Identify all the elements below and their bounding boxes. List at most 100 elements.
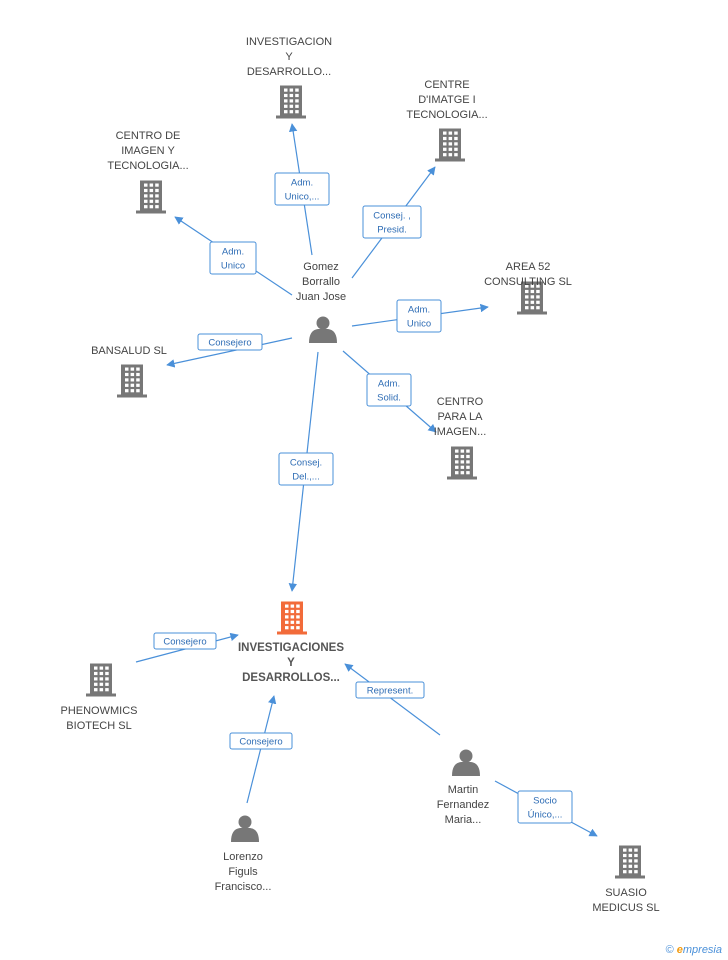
- edge-label-box[interactable]: SocioÚnico,...: [517, 790, 573, 824]
- node-label: Fernandez: [437, 799, 490, 811]
- edges-layer: Adm.Unico,...Consej. ,Presid.Adm.UnicoAd…: [135, 123, 598, 837]
- edge-label-box[interactable]: Adm.Solid.: [366, 373, 412, 407]
- person-icon: [452, 749, 480, 776]
- edge-gomez-to-invdes: Adm. Unico,...: [274, 123, 330, 256]
- edge-label-box[interactable]: Consejero: [197, 333, 263, 351]
- node-label: Martin: [448, 784, 479, 796]
- node-label: DESARROLLOS...: [242, 672, 340, 684]
- brand-logo-text: mpresia: [682, 944, 722, 956]
- edge-label-text: Socio: [533, 796, 557, 807]
- edge-label-text: Adm.: [222, 247, 244, 258]
- node-label: Y: [287, 657, 295, 669]
- edge-martin-to-main: Represent.: [344, 663, 441, 736]
- node-label: Francisco...: [215, 881, 272, 893]
- edge-pheno-to-main: Consejero: [135, 632, 239, 663]
- edge-label-text: Del.,...: [292, 472, 319, 483]
- node-label: D'IMATGE I: [418, 94, 476, 106]
- edge-label-text: Consejero: [239, 737, 282, 748]
- node-label: Figuls: [228, 866, 258, 878]
- node-label: DESARROLLO...: [247, 66, 331, 78]
- edge-label-text: Consejero: [163, 637, 206, 648]
- node-main[interactable]: INVESTIGACIONES Y DESARROLLOS...: [238, 601, 344, 685]
- node-label: CENTRO DE: [116, 130, 181, 142]
- edge-label-text: Consejero: [208, 338, 251, 349]
- node-label: CENTRO: [437, 396, 484, 408]
- nodes-layer: INVESTIGACIONES Y DESARROLLOS... GomezBorra…: [61, 36, 660, 914]
- edge-line: [166, 337, 293, 368]
- node-label: Lorenzo: [223, 851, 263, 863]
- node-pheno[interactable]: PHENOWMICS BIOTECH SL: [61, 663, 138, 733]
- edge-label-text: Presid.: [377, 225, 407, 236]
- person-icon: [309, 316, 337, 343]
- edge-gomez-to-centre: Consej. , Presid.: [351, 166, 436, 279]
- node-label: Juan Jose: [296, 291, 346, 303]
- edge-label-text: Consej.: [290, 458, 322, 469]
- node-label: Y: [285, 51, 293, 63]
- building-icon: [435, 128, 465, 162]
- node-centre[interactable]: CENTRE D'IMATGE I TECNOLOGIA...: [406, 79, 488, 162]
- edge-gomez-to-bansalud: Consejero: [166, 333, 293, 368]
- node-label: SUASIO: [605, 887, 647, 899]
- node-label: BIOTECH SL: [66, 720, 131, 732]
- node-centro1[interactable]: CENTRO DE IMAGEN Y TECNOLOGIA...: [107, 130, 189, 214]
- copyright-symbol: ©: [665, 944, 674, 956]
- edge-label-text: Unico: [221, 261, 245, 272]
- edge-martin-to-suasio: SocioÚnico,...: [494, 780, 598, 837]
- node-label: TECNOLOGIA...: [107, 160, 188, 172]
- node-martin[interactable]: MartinFernandezMaria...: [437, 749, 490, 827]
- edge-gomez-to-centro1: Adm. Unico: [174, 216, 293, 296]
- edge-label-text: Único,...: [528, 810, 563, 821]
- building-icon: [517, 281, 547, 315]
- building-icon: [277, 601, 307, 635]
- node-lorenzo[interactable]: LorenzoFigulsFrancisco...: [215, 815, 272, 894]
- building-icon: [615, 845, 645, 879]
- building-icon: [276, 85, 306, 119]
- edge-label-box[interactable]: Adm. Unico,...: [274, 172, 330, 206]
- node-label: IMAGEN...: [434, 426, 487, 438]
- edge-label-box[interactable]: Represent.: [355, 681, 425, 699]
- edge-label-text: Unico: [407, 319, 431, 330]
- node-label: AREA 52: [506, 261, 551, 273]
- person-icon: [231, 815, 259, 842]
- edge-gomez-to-area52: Adm. Unico: [351, 299, 489, 333]
- building-icon: [136, 180, 166, 214]
- edge-label-box[interactable]: Consej. Del.,...: [278, 452, 334, 486]
- edge-gomez-to-main: Consej. Del.,...: [278, 351, 334, 592]
- node-label: IMAGEN Y: [121, 145, 175, 157]
- node-centro2[interactable]: CENTRO PARA LA IMAGEN...: [434, 396, 487, 480]
- edge-label-text: Adm.: [408, 305, 430, 316]
- node-label: INVESTIGACION: [246, 36, 332, 48]
- node-label: MEDICUS SL: [592, 902, 659, 914]
- node-label: Gomez: [303, 261, 338, 273]
- node-suasio[interactable]: SUASIO MEDICUS SL: [592, 845, 660, 915]
- edge-lorenzo-to-main: Consejero: [229, 695, 293, 804]
- edge-label-box[interactable]: Consej. , Presid.: [362, 205, 422, 239]
- building-icon: [117, 364, 147, 398]
- edge-line: [344, 663, 441, 736]
- node-label: CENTRE: [424, 79, 469, 91]
- edge-label-text: Unico,...: [285, 192, 320, 203]
- edge-label-box[interactable]: Consejero: [153, 632, 217, 650]
- footer-brand: © empresia: [666, 944, 722, 956]
- node-label: PHENOWMICS: [61, 705, 138, 717]
- node-label: INVESTIGACIONES: [238, 642, 344, 654]
- edge-label-text: Consej. ,: [373, 211, 411, 222]
- node-label: BANSALUD SL: [91, 345, 167, 357]
- edge-label-box[interactable]: Consejero: [229, 732, 293, 750]
- node-area52[interactable]: AREA 52 CONSULTING SL: [484, 261, 572, 315]
- node-label: Maria...: [445, 814, 482, 826]
- node-label: Borrallo: [302, 276, 340, 288]
- node-label: CONSULTING SL: [484, 276, 572, 288]
- node-bansalud[interactable]: BANSALUD SL: [91, 345, 167, 398]
- edge-label-text: Adm.: [291, 178, 313, 189]
- brand-logo-initial: e: [676, 944, 683, 956]
- edge-label-box[interactable]: Adm. Unico: [209, 241, 257, 275]
- node-label: TECNOLOGIA...: [406, 109, 487, 121]
- edge-gomez-to-centro2: Adm.Solid.: [342, 350, 437, 433]
- building-icon: [86, 663, 116, 697]
- edge-label-box[interactable]: Adm. Unico: [396, 299, 442, 333]
- node-invdes[interactable]: INVESTIGACION Y DESARROLLO...: [246, 36, 332, 119]
- node-label: PARA LA: [437, 411, 483, 423]
